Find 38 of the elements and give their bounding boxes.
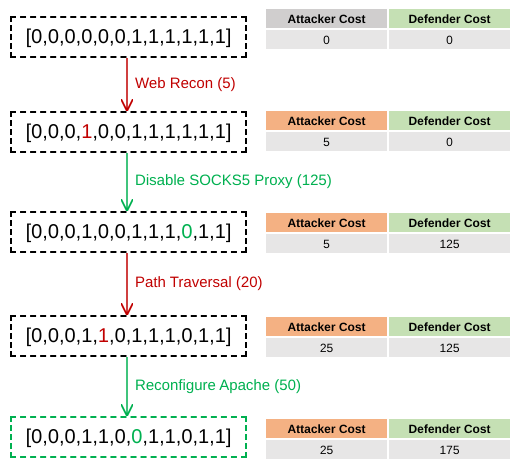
table-header-cell: Defender Cost xyxy=(388,212,511,233)
table-header-cell: Attacker Cost xyxy=(265,316,388,337)
table-header-cell: Attacker Cost xyxy=(265,110,388,131)
table-cell: 175 xyxy=(388,439,511,460)
state-vector: [0,0,0,0,0,0,1,1,1,1,1,1] xyxy=(26,26,232,48)
table-header-cell: Defender Cost xyxy=(388,418,511,439)
table-cell: 25 xyxy=(265,439,388,460)
table-header-cell: Defender Cost xyxy=(388,110,511,131)
table-header-cell: Attacker Cost xyxy=(265,212,388,233)
state-vector: [0,0,0,1,0,0,1,1,1,1,1,1] xyxy=(26,120,232,144)
state-vector: [0,0,0,1,0,0,1,1,1,0,1,1] xyxy=(26,220,232,244)
state-vector: [0,0,0,1,1,0,1,1,1,0,1,1] xyxy=(26,324,232,348)
table-cell: 0 xyxy=(265,29,388,50)
arrow xyxy=(120,153,134,212)
edge-label: Web Recon (5) xyxy=(133,74,238,92)
arrow xyxy=(120,357,134,417)
table-cell: 25 xyxy=(265,337,388,358)
table-cell: 5 xyxy=(265,233,388,254)
edge-label: Path Traversal (20) xyxy=(133,274,265,291)
table-header-cell: Defender Cost xyxy=(388,8,511,29)
table-header-cell: Attacker Cost xyxy=(265,418,388,439)
state-box xyxy=(10,416,247,458)
table-cell: 125 xyxy=(388,337,511,358)
state-box xyxy=(10,315,247,357)
table-cell: 5 xyxy=(265,131,388,152)
table-header-cell: Attacker Cost xyxy=(265,8,388,29)
table-header-cell: Defender Cost xyxy=(388,316,511,337)
edge-label: Disable SOCKS5 Proxy (125) xyxy=(133,172,334,189)
state-vector: [0,0,0,1,1,0,0,1,1,0,1,1] xyxy=(26,426,232,448)
table-cell: 125 xyxy=(388,233,511,254)
edge-label: Reconfigure Apache (50) xyxy=(133,376,303,394)
state-box xyxy=(10,111,247,153)
arrow xyxy=(120,253,134,316)
table-cell: 0 xyxy=(388,131,511,152)
arrow xyxy=(120,58,134,112)
table-cell: 0 xyxy=(388,29,511,50)
state-box xyxy=(10,211,247,253)
state-box xyxy=(10,16,247,58)
